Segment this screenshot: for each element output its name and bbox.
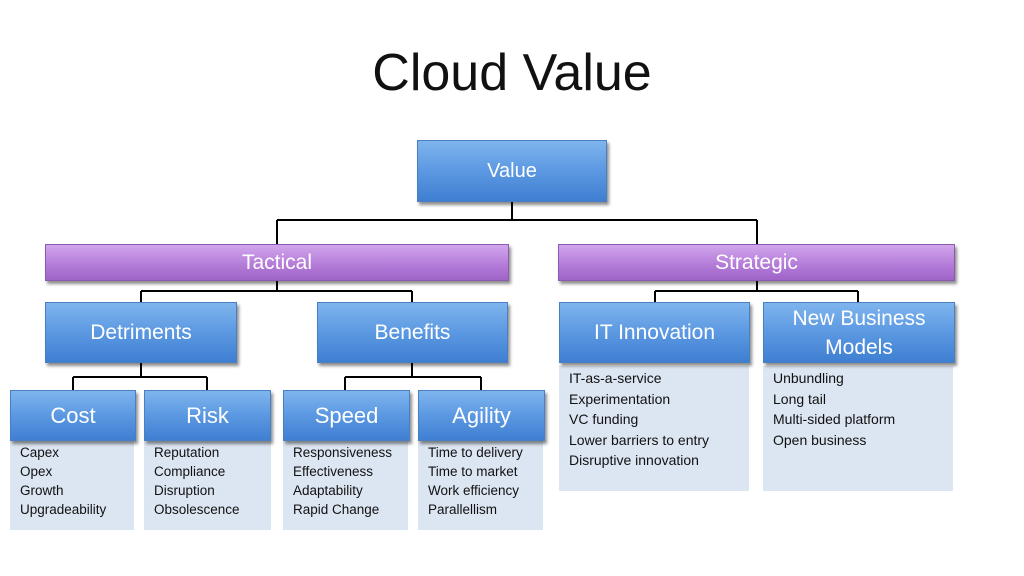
list-item: Responsiveness [293, 445, 393, 460]
new-business-models-details: Unbundling Long tail Multi-sided platfor… [763, 366, 953, 491]
strategic-bar: Strategic [558, 244, 955, 281]
list-item: Time to market [428, 464, 518, 479]
cost-node: Cost [10, 390, 136, 441]
tactical-bar: Tactical [45, 244, 509, 281]
benefits-label: Benefits [374, 320, 451, 344]
risk-label: Risk [186, 402, 229, 428]
list-item: Adaptability [293, 483, 363, 498]
value-label: Value [487, 159, 537, 182]
it-innovation-details: IT-as-a-service Experimentation VC fundi… [559, 366, 749, 491]
list-item: Growth [20, 483, 64, 498]
tactical-label: Tactical [241, 250, 313, 274]
speed-node: Speed [283, 390, 410, 441]
it-innovation-label: IT Innovation [593, 320, 716, 344]
agility-label: Agility [452, 402, 511, 428]
list-item: Unbundling [773, 370, 844, 386]
new-business-models-node: New Business Models [763, 302, 955, 363]
list-item: Effectiveness [293, 464, 374, 479]
list-item: VC funding [569, 411, 639, 427]
detriments-label: Detriments [90, 320, 192, 344]
list-item: Multi-sided platform [773, 411, 896, 427]
strategic-label: Strategic [715, 250, 798, 274]
list-item: Parallellism [428, 502, 498, 517]
list-item: Open business [773, 431, 867, 448]
list-item: Obsolescence [154, 502, 240, 517]
list-item: Time to delivery [428, 445, 523, 460]
agility-details: Time to delivery Time to market Work eff… [418, 441, 543, 530]
list-item: Experimentation [569, 390, 671, 407]
risk-node: Risk [144, 390, 271, 441]
speed-label: Speed [314, 402, 379, 428]
detriments-node: Detriments [45, 302, 237, 363]
list-item: Compliance [154, 464, 226, 479]
risk-details: Reputation Compliance Disruption Obsoles… [144, 441, 271, 530]
list-item: Long tail [773, 390, 826, 407]
new-business-models-label-line2: Models [825, 335, 893, 359]
list-item: Disruption [154, 483, 215, 498]
list-item: Upgradeability [20, 502, 107, 517]
new-business-models-label-line1: New Business [792, 306, 926, 330]
list-item: Capex [20, 445, 60, 460]
list-item: Lower barriers to entry [569, 431, 710, 448]
list-item: IT-as-a-service [569, 370, 662, 386]
list-item: Opex [20, 464, 53, 479]
value-node: Value [417, 140, 607, 202]
list-item: Disruptive innovation [569, 452, 699, 468]
it-innovation-node: IT Innovation [559, 302, 750, 363]
list-item: Work efficiency [428, 483, 520, 498]
agility-node: Agility [418, 390, 545, 441]
benefits-node: Benefits [317, 302, 508, 363]
cost-details: Capex Opex Growth Upgradeability [10, 441, 134, 530]
list-item: Rapid Change [293, 502, 380, 517]
cost-label: Cost [50, 402, 96, 428]
list-item: Reputation [154, 445, 220, 460]
speed-details: Responsiveness Effectiveness Adaptabilit… [283, 441, 408, 530]
page-title: Cloud Value [372, 44, 652, 102]
